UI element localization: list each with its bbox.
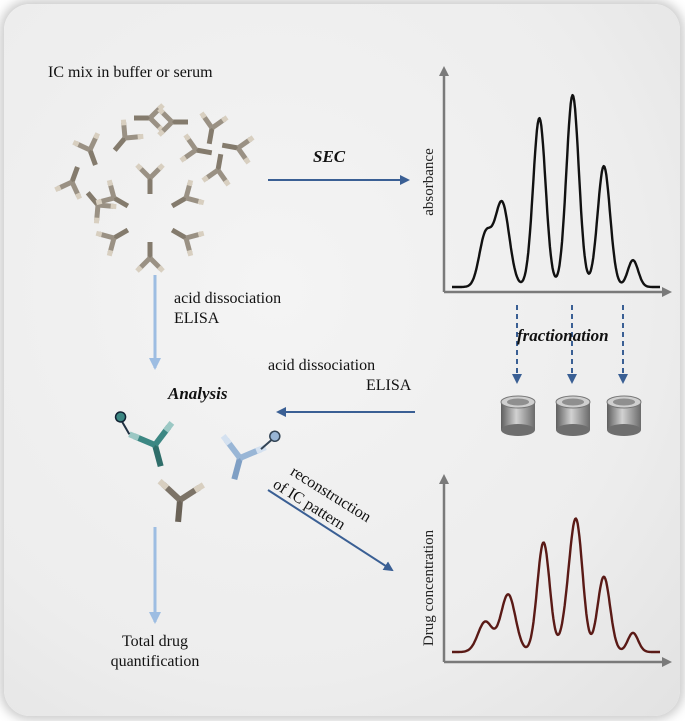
antibody-icon xyxy=(157,478,205,523)
antibody-complex-icon xyxy=(96,165,204,271)
sec-label: SEC xyxy=(313,147,346,166)
antibody-icon xyxy=(220,430,281,481)
absorbance-chart: absorbance xyxy=(421,66,672,297)
fraction-tube-icon xyxy=(500,395,536,436)
diagram-panel xyxy=(4,4,680,716)
antibody-complex-icon xyxy=(181,113,253,185)
antibody-complex-icon xyxy=(55,120,143,224)
acid-dissociation-left-text: acid dissociation xyxy=(174,290,282,307)
elisa-left-text: ELISA xyxy=(174,310,220,327)
antibody-icon xyxy=(114,411,175,468)
elisa-right-text: ELISA xyxy=(366,377,412,394)
total-drug-text-1: Total drug xyxy=(122,633,188,650)
total-drug-label: Total drug quantification xyxy=(98,632,212,672)
acid-dissociation-right-label: acid dissociation ELISA xyxy=(268,356,411,396)
chart1-series-line xyxy=(451,93,661,289)
arrow-reconstruction xyxy=(267,489,394,572)
fractionation-label: fractionation xyxy=(517,326,609,345)
analysis-label: Analysis xyxy=(168,384,228,403)
total-drug-text-2: quantification xyxy=(110,653,200,670)
fraction-tube-icon xyxy=(555,395,591,436)
ic-mix-label: IC mix in buffer or serum xyxy=(48,64,213,81)
chart2-series-line xyxy=(451,517,661,654)
fraction-tube-icon xyxy=(606,395,642,436)
acid-dissociation-left-label: acid dissociation ELISA xyxy=(174,289,281,329)
chart2-ylabel: Drug concentration xyxy=(421,529,437,646)
antibody-complex-icon xyxy=(134,105,188,135)
chart1-ylabel: absorbance xyxy=(421,148,437,216)
drug-concentration-chart: Drug concentration xyxy=(421,474,672,667)
acid-dissociation-right-text: acid dissociation xyxy=(268,357,376,374)
